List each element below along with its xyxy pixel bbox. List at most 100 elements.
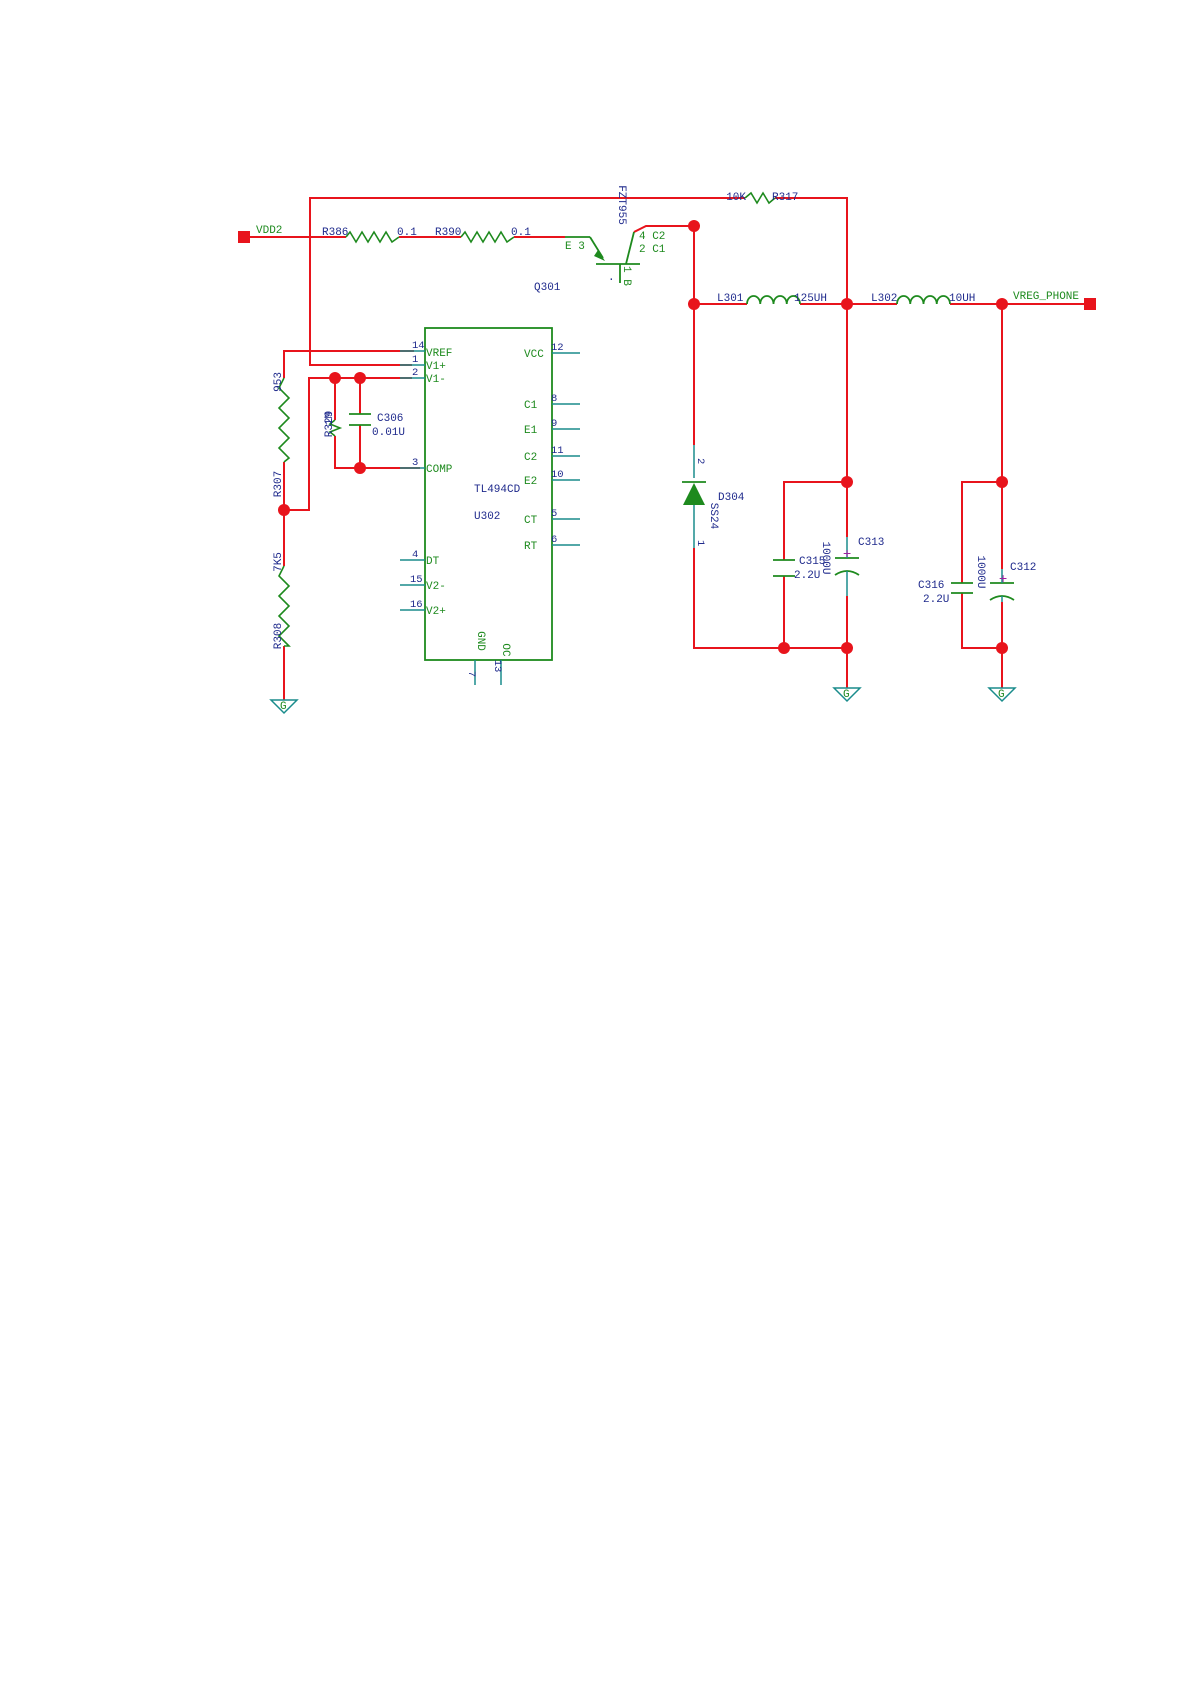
r390-value: 0.1 (511, 227, 531, 239)
pin-num-13: 13 (491, 660, 503, 673)
c316-ref: C316 (918, 580, 944, 592)
r307-value: 953 (273, 372, 285, 392)
inductor-l302: L302 10UH (871, 293, 975, 305)
ic-ref: U302 (474, 511, 500, 523)
r307-ref: R307 (273, 471, 285, 497)
pin-num-5: 5 (551, 508, 557, 520)
junction-c306-top (354, 372, 366, 384)
pin-name-rt: RT (524, 541, 538, 553)
capacitor-c312: + C312 1000U (974, 555, 1036, 602)
c306-value: 0.01U (372, 427, 405, 439)
d304-pin-a: 2 (694, 458, 706, 464)
q301-pin-c2: 2 C1 (639, 244, 666, 256)
ground-left-label: G (280, 701, 287, 713)
d304-ref: D304 (718, 492, 745, 504)
junction-switch-node (688, 298, 700, 310)
c315-ref: C315 (799, 556, 825, 568)
pin-name-v2minus: V2- (426, 581, 446, 593)
junction-c312-bottom (996, 642, 1008, 654)
l301-ref: L301 (717, 293, 744, 305)
r329-ref: R329 (324, 411, 336, 437)
pin-name-e1: E1 (524, 425, 538, 437)
q301-pin-e: E 3 (565, 241, 585, 253)
r317-ref: R317 (772, 192, 798, 204)
junctions (278, 220, 1008, 654)
pin-num-16: 16 (410, 599, 423, 611)
vreg-phone-port: VREG_PHONE (1013, 291, 1096, 310)
pin-num-10: 10 (551, 469, 564, 481)
c313-plus: + (843, 545, 851, 561)
q301-pin-b: 1 B (620, 266, 632, 286)
pin-num-15: 15 (410, 574, 423, 586)
junction-collector (688, 220, 700, 232)
capacitor-c306: C306 0.01U (349, 413, 405, 439)
r329-value: 1M (324, 412, 336, 425)
junction-c316-top (996, 476, 1008, 488)
ic-part: TL494CD (474, 484, 521, 496)
resistor-r329: 1M R329 (324, 411, 343, 437)
junction-c315-top (841, 476, 853, 488)
pin-num-11: 11 (551, 445, 564, 457)
c312-ref: C312 (1010, 562, 1036, 574)
c316-value: 2.2U (923, 594, 949, 606)
q301-pin-c1: 4 C2 (639, 231, 665, 243)
capacitor-c313: + C313 1000U (819, 537, 884, 596)
l302-ref: L302 (871, 293, 897, 305)
c313-value: 1000U (819, 541, 831, 574)
pin-name-v1plus: V1+ (426, 361, 446, 373)
junction-r329-top (329, 372, 341, 384)
r386-value: 0.1 (397, 227, 417, 239)
diode-triangle-icon (683, 483, 705, 505)
junction-divider (278, 504, 290, 516)
q301-ref: Q301 (534, 282, 561, 294)
pin-num-9: 9 (551, 418, 557, 430)
vdd2-port: VDD2 (238, 225, 282, 243)
ground-c312: G (987, 687, 1017, 703)
junction-comp (354, 462, 366, 474)
capacitor-c315: C315 2.2U (773, 556, 825, 582)
junction-l301-out (841, 298, 853, 310)
q301-dot: . (608, 272, 615, 284)
c312-value: 1000U (974, 555, 986, 588)
pin-num-3: 3 (412, 457, 418, 469)
pin-name-v2plus: V2+ (426, 606, 446, 618)
vreg-phone-label: VREG_PHONE (1013, 291, 1079, 303)
pin-name-comp: COMP (426, 464, 453, 476)
ground-left: G (269, 699, 299, 715)
ic-u302: TL494CD U302 14 VREF 1 V1+ 2 V1- 3 COMP … (400, 327, 580, 685)
ic-body (424, 327, 553, 661)
d304-part: SS24 (707, 503, 719, 530)
pin-num-2: 2 (412, 367, 418, 379)
c306-ref: C306 (377, 413, 403, 425)
inductor-l301: L301 125UH (717, 293, 827, 305)
resistor-r317: 10K R317 (726, 191, 798, 205)
pin-name-c2: C2 (524, 452, 537, 464)
transistor-q301: FZT955 Q301 E 3 1 B 4 C2 2 C1 . (534, 185, 666, 294)
pin-name-gnd: GND (474, 631, 486, 651)
resistor-r307: 953 R307 (273, 372, 291, 497)
pin-name-c1: C1 (524, 400, 538, 412)
c312-plus: + (999, 570, 1007, 586)
l301-value: 125UH (794, 293, 827, 305)
pin-name-oc: OC (499, 643, 511, 657)
q301-part: FZT955 (615, 185, 627, 225)
ground-c313-label: G (843, 689, 850, 701)
resistor-r390: R390 0.1 (435, 227, 531, 244)
pin-num-7: 7 (465, 671, 477, 677)
c313-ref: C313 (858, 537, 884, 549)
vdd2-label: VDD2 (256, 225, 282, 237)
d304-pin-k: 1 (694, 540, 706, 546)
ground-c312-label: G (998, 689, 1005, 701)
pin-num-14: 14 (412, 340, 425, 352)
pin-name-dt: DT (426, 556, 440, 568)
r390-ref: R390 (435, 227, 461, 239)
r308-ref: R308 (273, 623, 285, 649)
junction-c315-bottom (778, 642, 790, 654)
junction-vreg-out (996, 298, 1008, 310)
diode-d304: 2 1 D304 SS24 (682, 445, 745, 548)
wires (246, 197, 1088, 700)
resistor-r386: R386 0.1 (322, 227, 417, 244)
capacitor-c316: C316 2.2U (918, 580, 973, 606)
r386-ref: R386 (322, 227, 348, 239)
